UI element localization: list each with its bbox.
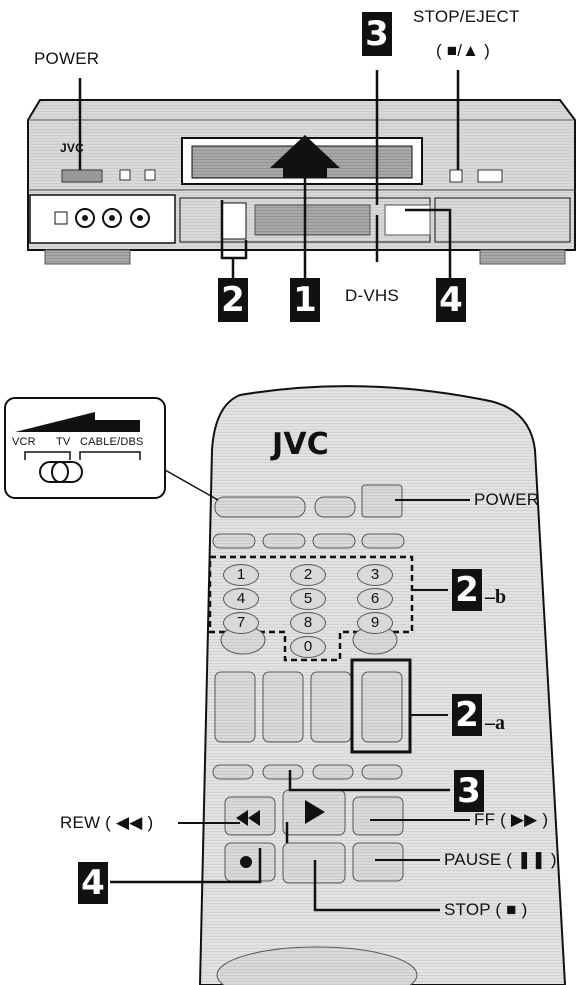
vcr-step-1-badge: 1 xyxy=(290,278,320,322)
keypad-key-1[interactable]: 1 xyxy=(223,564,259,586)
vcr-stop-eject-symbol: ( ■/▲ ) xyxy=(436,42,490,59)
vcr-dvhs-label: D-VHS xyxy=(345,287,399,304)
keypad-key-2[interactable]: 2 xyxy=(290,564,326,586)
switch-tv-label: TV xyxy=(56,437,70,448)
keypad-key-8[interactable]: 8 xyxy=(290,612,326,634)
keypad-key-4[interactable]: 4 xyxy=(223,588,259,610)
keypad-key-5[interactable]: 5 xyxy=(290,588,326,610)
vcr-brand-logo: JVC xyxy=(60,142,84,154)
switch-cable-label: CABLE/DBS xyxy=(80,437,144,448)
remote-rew-label: REW ( ◀◀ ) xyxy=(60,814,153,831)
switch-vcr-label: VCR xyxy=(12,437,36,448)
keypad-key-7[interactable]: 7 xyxy=(223,612,259,634)
remote-step-2b-suffix: –b xyxy=(485,586,506,609)
remote-step-4-badge: 4 xyxy=(78,862,108,904)
vcr-step-2-badge: 2 xyxy=(218,278,248,322)
vcr-step-3-badge: 3 xyxy=(362,12,392,56)
remote-brand-logo: JVC xyxy=(272,430,329,460)
remote-step-2a-badge: 2 xyxy=(452,694,482,736)
keypad-key-0[interactable]: 0 xyxy=(290,636,326,658)
remote-ff-label: FF ( ▶▶ ) xyxy=(474,811,548,828)
remote-pause-label: PAUSE ( ❚❚ ) xyxy=(444,851,557,868)
vcr-step-4-badge: 4 xyxy=(436,278,466,322)
remote-step-2b-badge: 2 xyxy=(452,569,482,611)
remote-stop-label: STOP ( ■ ) xyxy=(444,901,527,918)
remote-step-3-badge: 3 xyxy=(454,770,484,812)
remote-step-2a-suffix: –a xyxy=(485,712,505,735)
keypad-key-3[interactable]: 3 xyxy=(357,564,393,586)
remote-power-label: POWER xyxy=(474,491,539,508)
keypad-key-6[interactable]: 6 xyxy=(357,588,393,610)
keypad-key-9[interactable]: 9 xyxy=(357,612,393,634)
vcr-power-label: POWER xyxy=(34,50,99,67)
vcr-stop-eject-label: STOP/EJECT xyxy=(413,8,520,25)
